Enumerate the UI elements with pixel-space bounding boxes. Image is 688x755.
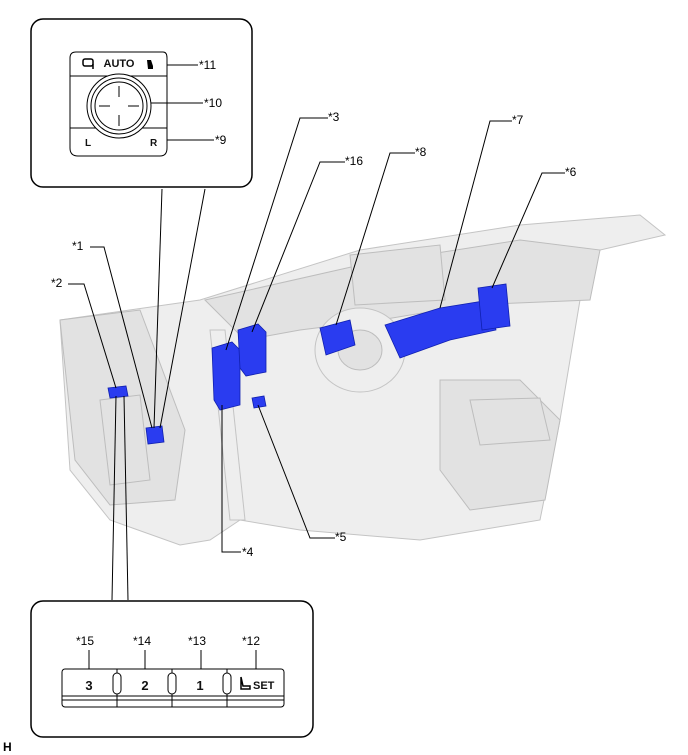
memory-button-3: 3 xyxy=(85,678,92,693)
memory-button-2: 2 xyxy=(141,678,148,693)
component-1 xyxy=(145,425,165,445)
callout-14: *14 xyxy=(133,634,151,648)
callout-11: *11 xyxy=(199,58,216,72)
callout-3: *3 xyxy=(328,110,340,124)
callout-labels: *11 *10 *9 *3 *16 *8 *7 *6 *1 *2 *4 *5 *… xyxy=(3,58,577,754)
callout-13: *13 xyxy=(188,634,206,648)
component-8 xyxy=(319,319,356,356)
memory-switch-inset: 3 2 1 SET xyxy=(30,600,314,738)
component-16 xyxy=(237,323,267,377)
callout-4: *4 xyxy=(242,545,254,559)
callout-9: *9 xyxy=(215,133,227,147)
leader-lines xyxy=(68,117,565,601)
mirror-icon xyxy=(82,58,94,69)
component-4 xyxy=(211,341,241,411)
callout-1: *1 xyxy=(72,239,84,253)
callout-6: *6 xyxy=(565,165,577,179)
callout-10: *10 xyxy=(204,96,222,110)
mirror-switch-inset: AUTO L R xyxy=(30,18,253,188)
seat-icon xyxy=(240,676,251,690)
corner-mark: H xyxy=(3,740,12,754)
memory-button-1: 1 xyxy=(196,678,203,693)
component-2 xyxy=(107,385,129,399)
callout-12: *12 xyxy=(242,634,260,648)
mirror-fold-icon xyxy=(147,60,153,69)
callout-8: *8 xyxy=(415,145,427,159)
component-5 xyxy=(251,395,267,409)
components xyxy=(107,283,511,445)
callout-15: *15 xyxy=(76,634,94,648)
callout-7: *7 xyxy=(512,113,524,127)
callout-16: *16 xyxy=(345,154,363,168)
set-label: SET xyxy=(253,680,275,692)
right-label: R xyxy=(150,138,158,149)
callout-5: *5 xyxy=(335,530,347,544)
mirror-adjust-knob xyxy=(86,73,152,139)
callout-2: *2 xyxy=(51,276,63,290)
component-6 xyxy=(477,283,511,331)
auto-label: AUTO xyxy=(104,58,135,70)
left-label: L xyxy=(85,138,91,149)
vehicle-interior-illustration xyxy=(59,214,667,546)
